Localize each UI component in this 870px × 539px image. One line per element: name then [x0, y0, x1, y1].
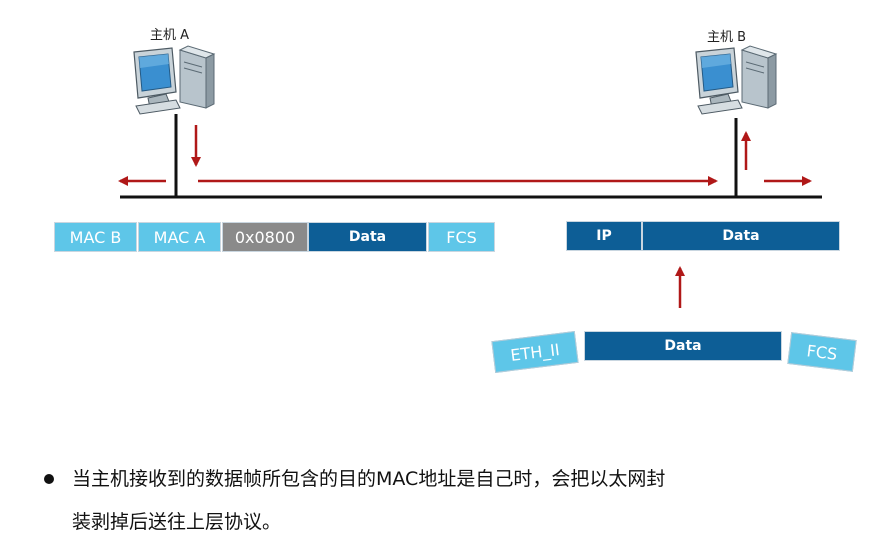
- frame-field-fcs: FCS: [428, 222, 495, 252]
- frame-field-src-mac: MAC A: [138, 222, 221, 252]
- computer-icon: [695, 45, 778, 115]
- frame-field-type: 0x0800: [222, 222, 308, 252]
- frame-field-data: Data: [308, 222, 427, 252]
- note-line-1: 当主机接收到的数据帧所包含的目的MAC地址是自己时，会把以太网封: [72, 468, 666, 490]
- host-a-label: 主机 A: [150, 28, 190, 43]
- frame-field-data-bottom: Data: [584, 331, 782, 361]
- frame-field-dest-mac: MAC B: [54, 222, 137, 252]
- computer-icon: [133, 45, 216, 115]
- packet-field-data: Data: [642, 221, 840, 251]
- packet-field-ip: IP: [566, 221, 642, 251]
- host-b-label: 主机 B: [707, 30, 747, 45]
- note-line-2: 装剥掉后送往上层协议。: [72, 511, 282, 533]
- bullet-icon: [44, 474, 54, 484]
